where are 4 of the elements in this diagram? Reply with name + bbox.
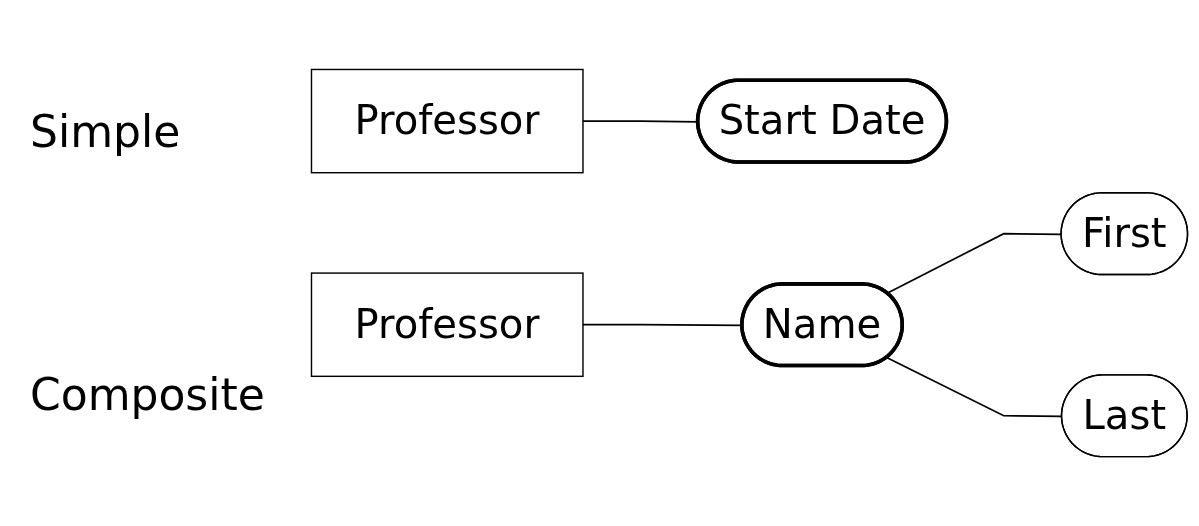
node-box: Professor <box>310 272 584 377</box>
node-box: Professor <box>310 68 584 174</box>
row-label: Composite <box>30 369 265 420</box>
row-label: Simple <box>30 106 181 157</box>
